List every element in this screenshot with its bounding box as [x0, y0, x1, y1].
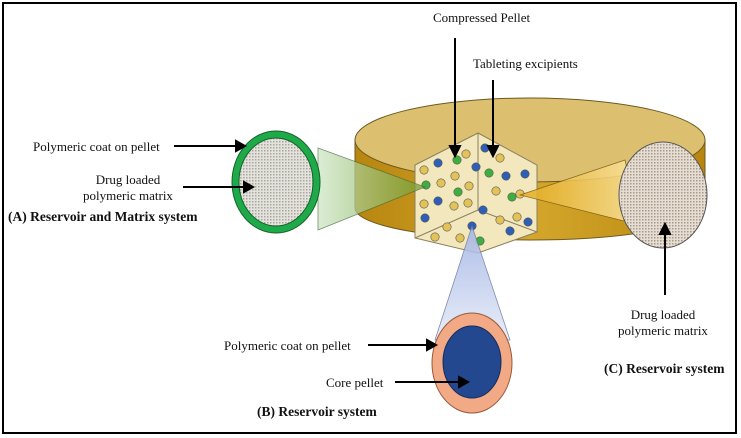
pellet-dot: [505, 226, 515, 236]
label-a-coat: Polymeric coat on pellet: [33, 139, 160, 154]
label-compressed-pellet: Compressed Pellet: [433, 10, 531, 25]
pellet-dot: [442, 222, 452, 232]
pellet-a: [231, 130, 321, 234]
pellet-dot: [464, 181, 474, 191]
pellet-dot: [461, 149, 471, 159]
label-a-matrix-2: polymeric matrix: [83, 188, 173, 203]
pellet-dot: [520, 169, 530, 179]
pellet-dot: [449, 201, 459, 211]
pellet-dot: [419, 165, 429, 175]
pellet-dot: [507, 192, 517, 202]
pellet-dot: [455, 233, 465, 243]
pellet-dot: [495, 215, 505, 225]
label-b-coat: Polymeric coat on pellet: [224, 338, 351, 353]
pellet-dot: [430, 232, 440, 242]
label-c-title: (C) Reservoir system: [604, 361, 725, 376]
pellet-dot: [433, 196, 443, 206]
label-b-core: Core pellet: [326, 375, 384, 390]
arrows: [174, 38, 672, 389]
pellet-dot: [484, 168, 494, 178]
pellet-dot: [419, 199, 429, 209]
label-a-matrix-1: Drug loaded: [95, 172, 161, 187]
pellet-dot: [523, 217, 533, 227]
pellet-c: [618, 141, 708, 249]
label-a-title: (A) Reservoir and Matrix system: [8, 209, 198, 224]
pellet-dot: [501, 171, 511, 181]
pellet-dot: [471, 162, 481, 172]
pellet-dot: [495, 153, 505, 163]
label-b-title: (B) Reservoir system: [257, 404, 377, 419]
pellet-dot: [478, 205, 488, 215]
pellet-dot: [436, 178, 446, 188]
pellet-b: [431, 312, 513, 414]
figure-frame: [2, 2, 737, 434]
pellet-dot: [491, 186, 501, 196]
pellet-dot: [433, 158, 443, 168]
pellet-dot: [452, 155, 462, 165]
pellet-dot: [512, 212, 522, 222]
pellet-dot: [420, 213, 430, 223]
pellet-dot: [453, 187, 463, 197]
pellet-dot: [463, 198, 473, 208]
label-tableting-excipients: Tableting excipients: [473, 56, 578, 71]
label-c-matrix-2: polymeric matrix: [618, 323, 708, 338]
label-c-matrix-1: Drug loaded: [630, 307, 696, 322]
pellet-dot: [450, 171, 460, 181]
pellet-dots: [419, 143, 533, 246]
